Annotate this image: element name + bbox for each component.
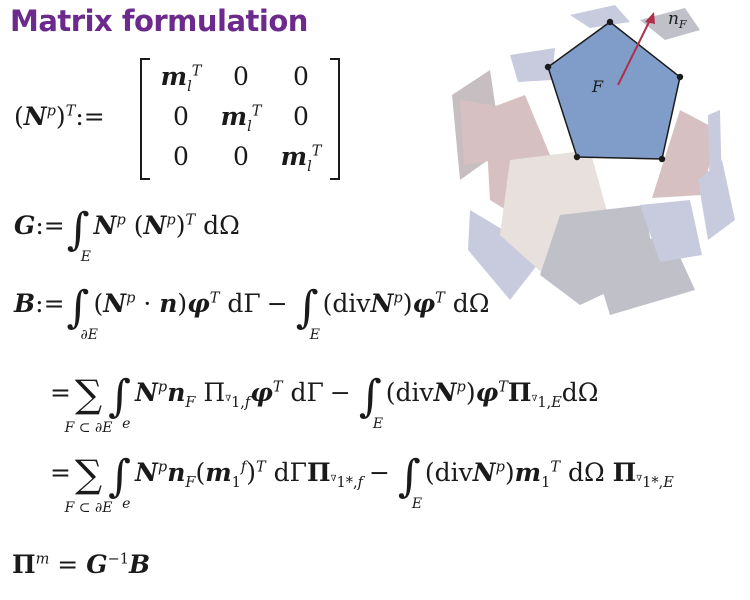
matrix-right-bracket	[330, 58, 340, 180]
matrix-left-bracket	[140, 58, 150, 180]
facet	[708, 110, 722, 200]
face-label: F	[591, 77, 604, 96]
face-f	[547, 21, 681, 160]
normal-arrowhead	[645, 12, 655, 24]
facet	[640, 8, 700, 40]
facet	[698, 160, 735, 240]
matrix-cell: 0	[173, 102, 189, 131]
pi-definition: Πm = G−1B	[12, 550, 151, 579]
np-transpose-lhs: (Np)T:=	[14, 102, 105, 131]
matrix-cell: 0	[233, 62, 249, 91]
normal-arrow	[617, 19, 651, 86]
slide-title: Matrix formulation	[10, 4, 308, 38]
facet	[652, 110, 718, 198]
matrix-cell: mlT	[280, 142, 322, 175]
matrix-cell: 0	[293, 102, 309, 131]
facet	[468, 210, 545, 300]
polyhedron-figure: F nF	[452, 5, 735, 315]
matrix-cell: 0	[233, 142, 249, 171]
b-definition: B:=∫∂E(Np · n)φT dΓ−∫E(divNp)φT dΩ	[14, 282, 490, 343]
facet	[640, 200, 702, 262]
matrix-cell: mlT	[220, 102, 262, 135]
facet	[510, 48, 555, 82]
matrix-cell: mlT	[160, 62, 202, 95]
face-vertices	[544, 18, 684, 163]
np-transpose-matrix: mlT 0 0 0 mlT 0 0 0 mlT	[140, 58, 340, 180]
facet	[570, 5, 630, 28]
matrix-cell: 0	[173, 142, 189, 171]
matrix-cell: 0	[293, 62, 309, 91]
